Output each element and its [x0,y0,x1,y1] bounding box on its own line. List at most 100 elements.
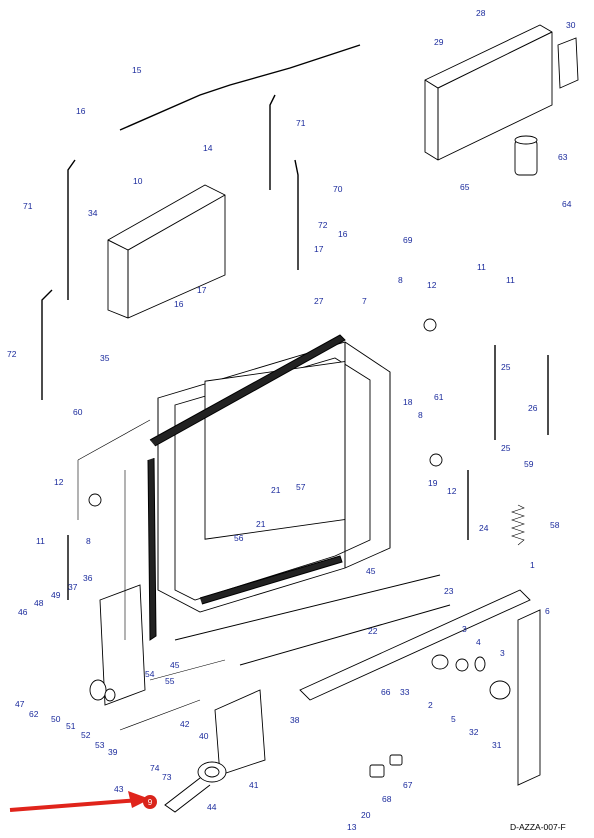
callout: 1 [530,560,535,570]
main-frame [157,341,391,613]
highlight-arrow [9,791,150,812]
callout: 10 [133,176,143,186]
callout: 24 [479,523,489,533]
callout: 2 [428,700,433,710]
callout: 13 [347,822,357,832]
callout: 64 [562,199,572,209]
fan-plate [99,584,146,706]
callout: 68 [382,794,392,804]
radiator [107,184,226,319]
callout: 17 [314,244,324,254]
callout: 12 [54,477,64,487]
callout: 63 [558,152,568,162]
callout: 14 [203,143,213,153]
callout: 36 [83,573,93,583]
callout: 21 [256,519,266,529]
callout: 47 [15,699,25,709]
bracket-30 [557,37,579,89]
callout: 70 [333,184,343,194]
callout: 4 [476,637,481,647]
callout: 12 [447,486,457,496]
svg-text:9: 9 [148,798,153,807]
callout: 37 [68,582,78,592]
callout: 45 [170,660,180,670]
receiver-drier [514,135,538,176]
callout: 6 [545,606,550,616]
callout: 23 [444,586,454,596]
callout: 59 [524,459,534,469]
callout: 21 [271,485,281,495]
callout: 67 [403,780,413,790]
callout: 53 [95,740,105,750]
callout: 19 [428,478,438,488]
callout: 71 [296,118,306,128]
callout: 11 [506,275,515,285]
spring [511,504,525,546]
callout: 17 [197,285,207,295]
callout: 33 [400,687,410,697]
bracket-38 [214,689,266,776]
callout: 11 [36,536,45,546]
callout: 62 [29,709,39,719]
callout: 22 [368,626,378,636]
callout: 18 [403,397,413,407]
callout: 8 [418,410,423,420]
callout: 25 [501,362,511,372]
callout: 38 [290,715,300,725]
callout: 39 [108,747,118,757]
leader-lines [77,419,226,731]
callout: 74 [150,763,160,773]
drawing-code: D-AZZA-007-F [510,822,566,832]
callout: 52 [81,730,91,740]
callout: 54 [145,669,155,679]
callout: 11 [477,262,486,272]
callout: 34 [88,208,98,218]
callout: 65 [460,182,470,192]
callout: 49 [51,590,61,600]
callout: 72 [7,349,17,359]
callout: 71 [23,201,33,211]
callout: 28 [476,8,486,18]
callout: 48 [34,598,44,608]
callout: 40 [199,731,209,741]
callout: 8 [86,536,91,546]
callout: 41 [249,780,259,790]
callout-labels: 1 2 3 3 4 5 6 7 8 8 8 10 11 11 11 12 12 … [7,8,576,832]
callout: 16 [174,299,184,309]
lower-frame [174,574,531,701]
vertical-bar [517,609,541,786]
hoses [41,44,496,600]
callout: 29 [434,37,444,47]
callout: 5 [451,714,456,724]
callout: 31 [492,740,502,750]
callout: 25 [501,443,511,453]
callout: 27 [314,296,324,306]
pulley-belt [164,761,227,813]
callout: 56 [234,533,244,543]
callout: 69 [403,235,413,245]
callout: 57 [296,482,306,492]
bearings [88,318,511,778]
callout: 55 [165,676,175,686]
callout: 7 [362,296,367,306]
callout: 3 [462,624,467,634]
callout: 32 [469,727,479,737]
callout: 44 [207,802,217,812]
callout: 35 [100,353,110,363]
condenser [424,24,553,161]
callout: 66 [381,687,391,697]
callout: 16 [338,229,348,239]
callout: 12 [427,280,437,290]
highlight-badge: 9 [143,795,157,809]
callout: 15 [132,65,142,75]
callout: 43 [114,784,124,794]
callout: 46 [18,607,28,617]
callout: 58 [550,520,560,530]
callout: 3 [500,648,505,658]
callout: 72 [318,220,328,230]
callout: 20 [361,810,371,820]
callout: 30 [566,20,576,30]
callout: 51 [66,721,76,731]
callout: 50 [51,714,61,724]
